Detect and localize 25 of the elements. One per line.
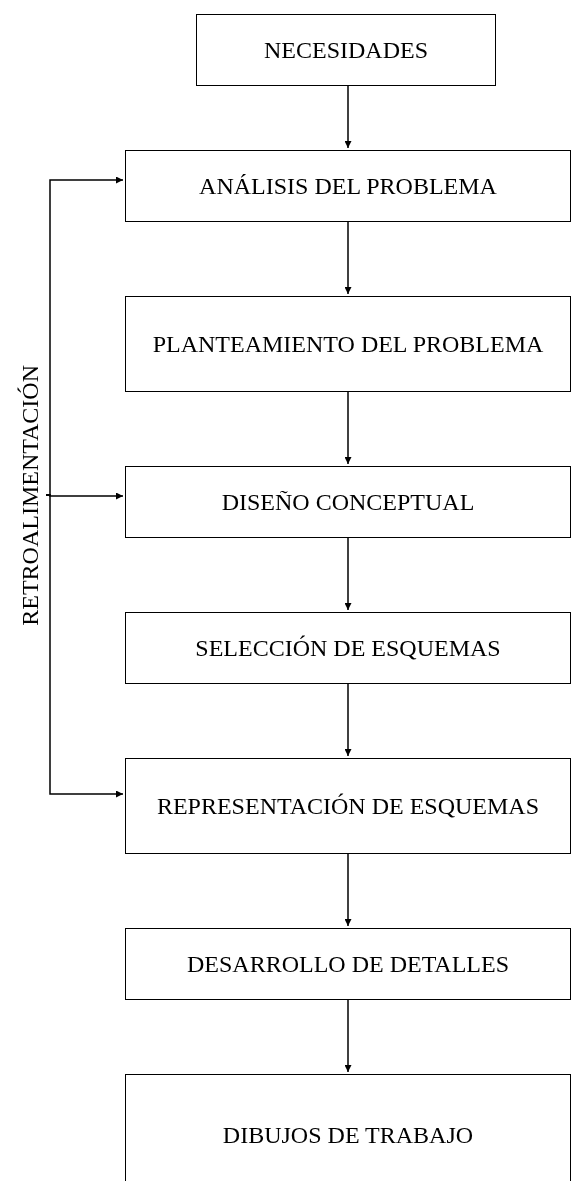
arrow bbox=[344, 683, 352, 757]
box-label: ANÁLISIS DEL PROBLEMA bbox=[199, 172, 497, 201]
process-box bbox=[125, 150, 571, 222]
process-box bbox=[125, 1074, 571, 1181]
box-label: NECESIDADES bbox=[264, 36, 428, 65]
arrow bbox=[45, 494, 124, 798]
process-box bbox=[125, 612, 571, 684]
arrow bbox=[344, 391, 352, 465]
arrow bbox=[344, 853, 352, 927]
process-box bbox=[125, 296, 571, 392]
process-box bbox=[196, 14, 496, 86]
box-label: REPRESENTACIÓN DE ESQUEMAS bbox=[156, 792, 540, 821]
box-label: PLANTEAMIENTO DEL PROBLEMA bbox=[152, 330, 544, 359]
arrow bbox=[344, 537, 352, 611]
box-label: SELECCIÓN DE ESQUEMAS bbox=[195, 634, 501, 663]
box-label: DIBUJOS DE TRABAJO bbox=[222, 1120, 474, 1150]
process-box bbox=[125, 758, 571, 854]
feedback-label: RETROALIMENTACIÓN bbox=[16, 364, 44, 626]
arrow bbox=[344, 999, 352, 1073]
arrow bbox=[344, 85, 352, 149]
arrow bbox=[344, 221, 352, 295]
process-box bbox=[125, 928, 571, 1000]
process-box bbox=[125, 466, 571, 538]
box-label: DISEÑO CONCEPTUAL bbox=[221, 488, 475, 517]
box-label: DESARROLLO DE DETALLES bbox=[186, 950, 510, 979]
